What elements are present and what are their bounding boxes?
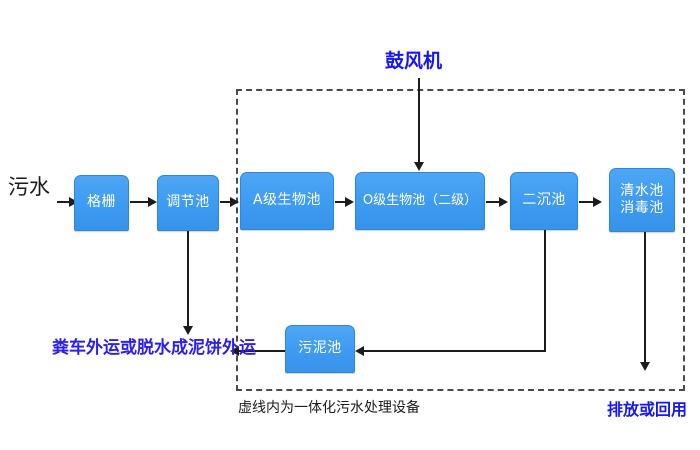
arrowhead-regulate-to-disposal — [183, 326, 193, 335]
connector-settler-to-clearwater — [579, 201, 597, 203]
connector-inlet-to-grid — [57, 201, 71, 203]
enclosure-caption: 虚线内为一体化污水处理设备 — [238, 400, 420, 416]
sludge-disposal-label: 粪车外运或脱水成泥饼外运 — [52, 338, 256, 358]
node-grid[interactable]: 格栅 — [74, 175, 129, 231]
connector-regulate-to-disposal — [187, 231, 189, 328]
arrowhead-inlet-to-grid — [69, 197, 78, 207]
effluent-label: 排放或回用 — [607, 400, 688, 419]
integrated-equipment-boundary — [236, 89, 685, 391]
connector-a-tank-to-o-tank — [335, 201, 349, 203]
arrowhead-grid-to-regulate — [148, 197, 157, 207]
arrowhead-regulate-to-a-tank — [230, 197, 239, 207]
node-o-stage-bioreactor[interactable]: O级生物池（二级） — [355, 172, 485, 230]
node-secondary-settling-tank[interactable]: 二沉池 — [510, 172, 578, 230]
arrowhead-settler-to-clearwater — [593, 197, 602, 207]
connector-settler-to-sludge-vertical — [544, 230, 546, 352]
connector-clearwater-to-effluent — [644, 232, 646, 365]
node-sludge-tank[interactable]: 污泥池 — [285, 325, 355, 373]
arrowhead-blower-to-o-tank — [414, 162, 424, 171]
arrowhead-a-tank-to-o-tank — [345, 197, 354, 207]
connector-sludge-to-disposal — [237, 350, 285, 352]
node-a-stage-bioreactor[interactable]: A级生物池 — [240, 172, 334, 230]
connector-grid-to-regulate — [130, 201, 150, 203]
arrowhead-o-tank-to-settler — [499, 197, 508, 207]
arrowhead-settler-to-sludge — [355, 346, 364, 356]
arrowhead-clearwater-to-effluent — [640, 362, 650, 371]
inlet-label: 污水 — [8, 175, 50, 199]
connector-regulate-to-a-tank — [220, 201, 234, 203]
node-regulation-tank[interactable]: 调节池 — [157, 175, 219, 231]
blower-label: 鼓风机 — [385, 50, 443, 72]
connector-o-tank-to-settler — [486, 201, 503, 203]
node-clearwater-disinfection-tank[interactable]: 清水池 消毒池 — [609, 168, 675, 232]
arrowhead-sludge-to-disposal — [230, 346, 239, 356]
connector-blower-to-o-tank — [418, 78, 420, 164]
connector-settler-to-sludge-horizontal — [362, 350, 545, 352]
